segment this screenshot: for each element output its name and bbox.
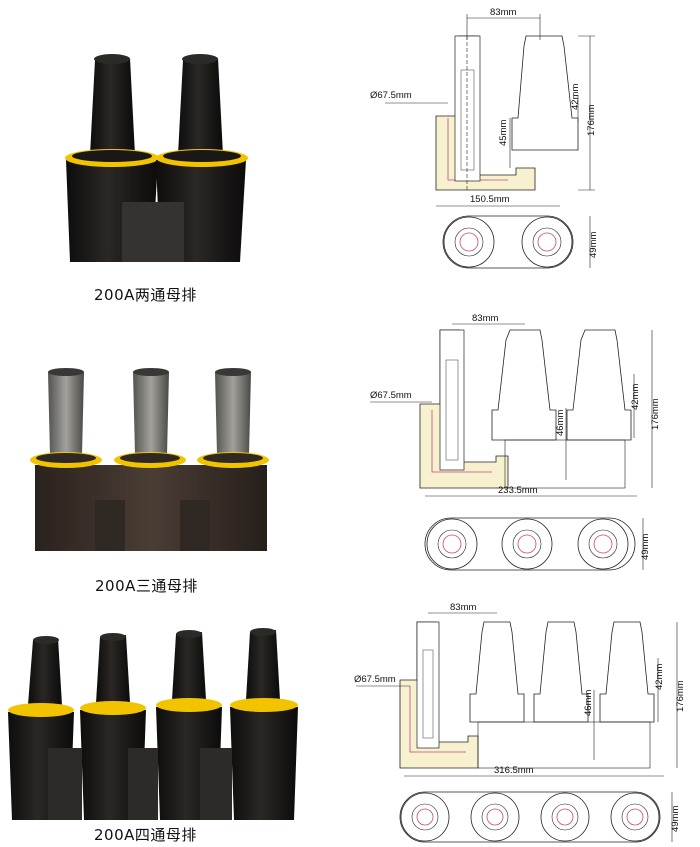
dim-height-upper: 42mm <box>654 664 665 690</box>
photo-four-way-busbar <box>8 628 298 820</box>
drawing-three-way-busbar: 83mm Ø67.5mm 176mm 42mm 46mm 233.5mm 49m… <box>370 313 661 571</box>
dim-depth: 46mm <box>555 410 566 436</box>
dim-diameter: Ø67.5mm <box>370 90 412 101</box>
drawing-two-way-busbar: 83mm Ø67.5mm 176mm 42mm 45mm 150.5mm 49m… <box>370 7 599 269</box>
dim-width: 316.5mm <box>494 765 534 776</box>
photo-two-way-busbar <box>65 54 248 262</box>
photo-three-way-busbar <box>30 368 269 551</box>
dim-depth: 46mm <box>583 690 594 716</box>
dim-diameter: Ø67.5mm <box>370 390 412 401</box>
dim-height-total: 176mm <box>586 104 597 136</box>
caption-two-way: 200A两通母排 <box>94 286 197 304</box>
drawing-four-way-busbar: 83mm Ø67.5mm 176mm 42mm 46mm 316.5mm 49m… <box>354 602 686 843</box>
dim-height-upper: 42mm <box>630 384 641 410</box>
dim-diameter: Ø67.5mm <box>354 674 396 685</box>
dim-pitch: 83mm <box>490 7 516 18</box>
dim-height-total: 176mm <box>675 680 686 712</box>
dim-width: 233.5mm <box>498 485 538 496</box>
dim-pitch: 83mm <box>450 602 476 613</box>
bushing-1 <box>30 368 102 468</box>
dim-base: 49mm <box>670 806 681 832</box>
bushing-3 <box>197 368 269 468</box>
dim-height-total: 176mm <box>650 398 661 430</box>
dim-base: 49mm <box>588 232 599 258</box>
dim-base: 49mm <box>640 534 651 560</box>
bushing-4 <box>230 628 298 820</box>
dim-height-upper: 42mm <box>570 84 581 110</box>
dim-pitch: 83mm <box>472 313 498 324</box>
caption-four-way: 200A四通母排 <box>94 826 197 844</box>
caption-three-way: 200A三通母排 <box>95 577 198 595</box>
bushing-2 <box>114 368 186 468</box>
dim-width: 150.5mm <box>470 194 510 205</box>
dim-depth: 45mm <box>498 120 509 146</box>
